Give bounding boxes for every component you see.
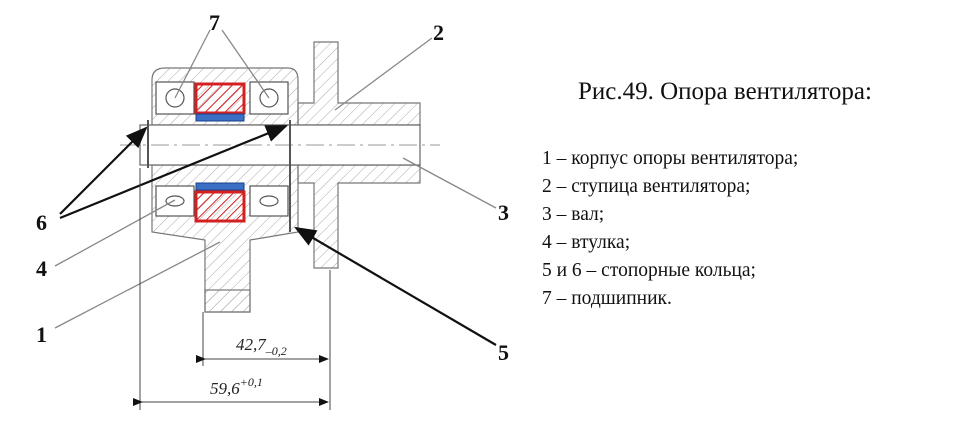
figure-caption: Рис.49. Опора вентилятора: (578, 78, 872, 105)
bush (194, 82, 246, 223)
callout-1: 1 (36, 322, 47, 347)
leader-lines (54, 29, 497, 329)
legend-item: 4 – втулка; (542, 232, 631, 253)
dimension-inner: 42,7–0,2 (236, 335, 287, 358)
legend-list: 1 – корпус опоры вентилятора; 2 – ступиц… (542, 145, 798, 313)
callout-5: 5 (498, 340, 509, 365)
legend-item: 5 и 6 – стопорные кольца; (542, 260, 756, 281)
callout-2: 2 (433, 20, 444, 45)
callout-7: 7 (209, 10, 220, 35)
dimension-lines (133, 168, 331, 410)
legend-item: 7 – подшипник. (542, 288, 672, 309)
callout-3: 3 (498, 200, 509, 225)
bearings (155, 81, 289, 217)
arrow-leaders (59, 124, 497, 346)
legend-item: 2 – ступица вентилятора; (542, 176, 751, 197)
callout-4: 4 (36, 256, 47, 281)
legend-item: 1 – корпус опоры вентилятора; (542, 148, 799, 169)
dimension-outer: 59,6+0,1 (210, 375, 263, 398)
callout-6: 6 (36, 210, 47, 235)
legend-item: 3 – вал; (542, 204, 605, 225)
